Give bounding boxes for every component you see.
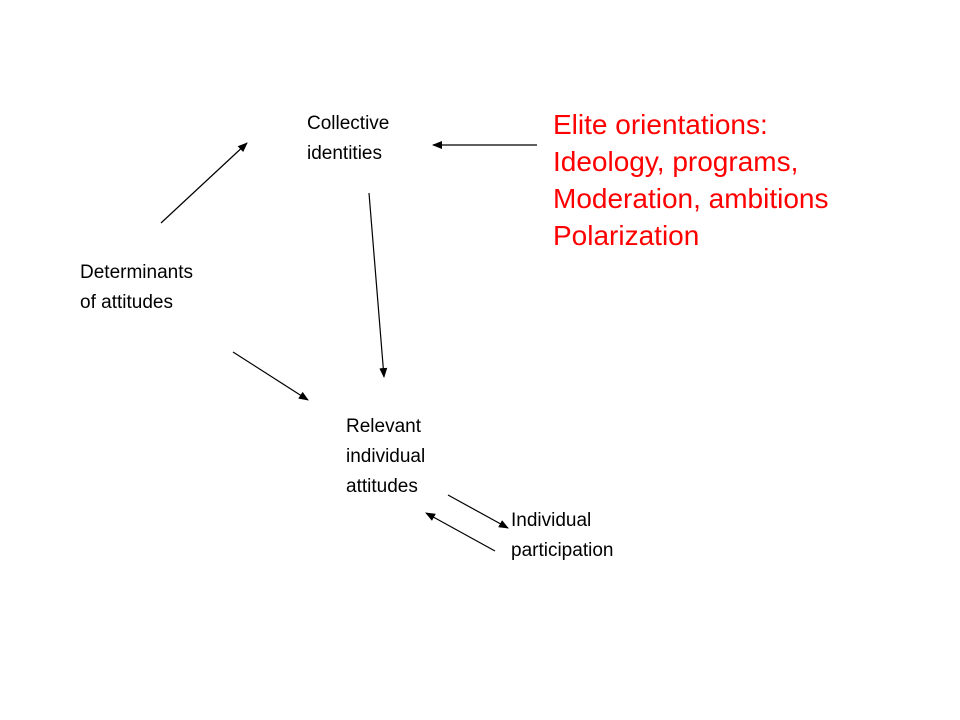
arrow-determinants-to-collective	[160, 142, 248, 224]
node-relevant-individual-attitudes: Relevant individual attitudes	[346, 416, 426, 497]
node-determinants-of-attitudes: Determinants of attitudes	[80, 262, 193, 313]
elite-orientations-text: Elite orientations: Ideology, programs, …	[553, 109, 829, 251]
node-collective-identities: Collective identities	[307, 113, 390, 164]
arrow-participation-to-relevant	[425, 512, 496, 552]
arrow-collective-to-relevant	[368, 192, 388, 378]
node-individual-participation: Individual participation	[511, 510, 614, 561]
arrow-relevant-to-participation	[447, 494, 509, 529]
arrow-determinants-to-relevant	[232, 351, 309, 401]
